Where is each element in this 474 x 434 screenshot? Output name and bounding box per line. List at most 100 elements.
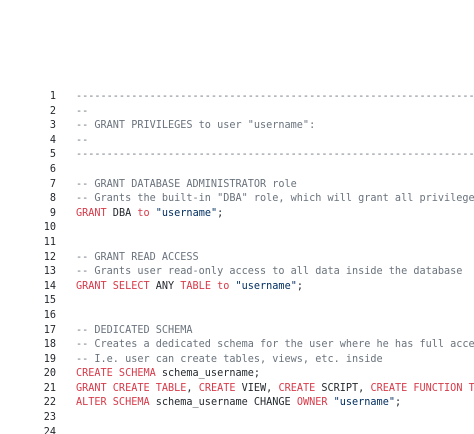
line-number: 14	[43, 280, 56, 292]
line-number: 20	[43, 368, 56, 380]
line-content: ----------------------------------------…	[76, 148, 474, 163]
line-content: --	[76, 134, 88, 149]
comment-token: --	[76, 105, 89, 117]
line-content: -- I.e. user can create tables, views, e…	[76, 353, 383, 368]
line-number: 9	[49, 207, 56, 219]
keyword-token: TABLE to	[180, 280, 230, 292]
comment-token: -- GRANT PRIVILEGES to user "username":	[76, 120, 316, 132]
code-line[interactable]: 10	[0, 221, 474, 236]
line-number: 16	[43, 309, 56, 321]
line-number: 12	[43, 251, 56, 263]
line-number: 18	[43, 339, 56, 351]
code-line[interactable]: 6	[0, 163, 474, 178]
plain-token: ANY	[149, 280, 181, 292]
code-line[interactable]: 3 -- GRANT PRIVILEGES to user "username":	[0, 119, 474, 134]
keyword-token: to	[137, 207, 150, 219]
plain-token: ,	[186, 382, 199, 394]
plain-token: ;	[296, 280, 303, 292]
plain-token: VIEW,	[235, 382, 279, 394]
code-line[interactable]: 4 --	[0, 134, 474, 149]
code-line[interactable]: 23	[0, 411, 474, 426]
string-token: "username"	[235, 280, 297, 292]
plain-token: schema_username;	[155, 368, 261, 380]
code-line[interactable]: 11	[0, 236, 474, 251]
code-line[interactable]: 19 -- I.e. user can create tables, views,…	[0, 353, 474, 368]
line-content: -- GRANT PRIVILEGES to user "username":	[76, 119, 315, 134]
keyword-token: GRANT CREATE TABLE	[76, 382, 187, 394]
line-number: 1	[49, 91, 56, 102]
line-number: 23	[43, 412, 56, 424]
code-line[interactable]: 14 GRANT SELECT ANY TABLE to "username";	[0, 280, 474, 295]
line-number: 10	[43, 222, 56, 234]
string-token: "username"	[333, 397, 395, 409]
keyword-token: GRANT	[76, 207, 107, 219]
code-line[interactable]: 7 -- GRANT DATABASE ADMINISTRATOR role	[0, 178, 474, 193]
comment-token: ----------------------------------------…	[76, 149, 474, 161]
line-number: 19	[43, 353, 56, 365]
line-content: GRANT SELECT ANY TABLE to "username";	[76, 280, 303, 295]
code-line[interactable]: 18 -- Creates a dedicated schema for the …	[0, 338, 474, 353]
code-line[interactable]: 12 -- GRANT READ ACCESS	[0, 251, 474, 266]
comment-token: -- GRANT READ ACCESS	[76, 251, 199, 263]
line-number: 3	[49, 120, 56, 132]
string-token: "username"	[155, 207, 218, 219]
line-number: 13	[43, 266, 56, 278]
keyword-token: CREATE SCHEMA	[76, 368, 156, 380]
comment-token: ----------------------------------------…	[76, 91, 474, 102]
keyword-token: ALTER SCHEMA	[76, 397, 150, 409]
plain-token: ;	[217, 207, 224, 219]
line-content: -- GRANT DATABASE ADMINISTRATOR role	[76, 178, 297, 193]
line-content: -- Grants the built-in "DBA" role, which…	[76, 192, 474, 207]
line-content: GRANT CREATE TABLE, CREATE VIEW, CREATE …	[76, 382, 474, 397]
keyword-token: OWNER	[296, 397, 328, 409]
line-number: 21	[43, 382, 56, 394]
line-number: 24	[43, 426, 56, 434]
code-line[interactable]: 16	[0, 309, 474, 324]
line-number: 15	[43, 295, 56, 307]
code-line[interactable]: 17 -- DEDICATED SCHEMA	[0, 324, 474, 339]
plain-token: DBA	[106, 207, 138, 219]
line-content: ALTER SCHEMA schema_username CHANGE OWNE…	[76, 396, 401, 411]
comment-token: -- Grants the built-in "DBA" role, which…	[76, 193, 474, 205]
line-content: ----------------------------------------…	[76, 90, 474, 105]
code-line[interactable]: 13 -- Grants user read-only access to all…	[0, 265, 474, 280]
code-line[interactable]: 5 ---------------------------------------…	[0, 148, 474, 163]
line-number: 4	[49, 134, 56, 146]
line-content: --	[76, 105, 88, 120]
line-number: 6	[49, 163, 56, 175]
line-content: -- GRANT READ ACCESS	[76, 251, 199, 266]
keyword-token: CREATE	[278, 382, 316, 394]
code-line[interactable]: 2 --	[0, 105, 474, 120]
line-content: GRANT DBA to "username";	[76, 207, 223, 222]
comment-token: --	[76, 134, 89, 146]
keyword-token: CREATE	[198, 382, 236, 394]
code-line[interactable]: 8 -- Grants the built-in "DBA" role, whic…	[0, 192, 474, 207]
comment-token: -- Creates a dedicated schema for the us…	[76, 339, 474, 351]
code-area[interactable]: 1---------------------------------------…	[0, 90, 474, 434]
code-line[interactable]: 21 GRANT CREATE TABLE, CREATE VIEW, CREAT…	[0, 382, 474, 397]
plain-token: SCRIPT,	[315, 382, 371, 394]
plain-token: ;	[394, 397, 402, 409]
code-line[interactable]: 20 CREATE SCHEMA schema_username;	[0, 367, 474, 382]
code-line[interactable]: 9 GRANT DBA to "username";	[0, 207, 474, 222]
line-number: 2	[49, 105, 56, 117]
line-number: 17	[43, 324, 56, 336]
code-line[interactable]: 15	[0, 294, 474, 309]
keyword-token: CREATE FUNCTION TO	[370, 382, 474, 394]
line-content: -- Creates a dedicated schema for the us…	[76, 338, 474, 353]
code-line[interactable]: 24	[0, 426, 474, 434]
line-number: 8	[49, 193, 56, 205]
line-content: -- Grants user read-only access to all d…	[76, 265, 462, 280]
comment-token: -- DEDICATED SCHEMA	[76, 324, 193, 336]
line-number: 7	[49, 178, 56, 190]
comment-token: -- GRANT DATABASE ADMINISTRATOR role	[76, 178, 297, 190]
line-number: 5	[49, 149, 56, 161]
plain-token: schema_username CHANGE	[149, 397, 297, 409]
comment-token: -- Grants user read-only access to all d…	[76, 266, 463, 278]
code-line[interactable]: 1 ---------------------------------------…	[0, 90, 474, 105]
line-content: -- DEDICATED SCHEMA	[76, 324, 193, 339]
comment-token: -- I.e. user can create tables, views, e…	[76, 353, 383, 365]
line-number: 11	[43, 236, 56, 248]
